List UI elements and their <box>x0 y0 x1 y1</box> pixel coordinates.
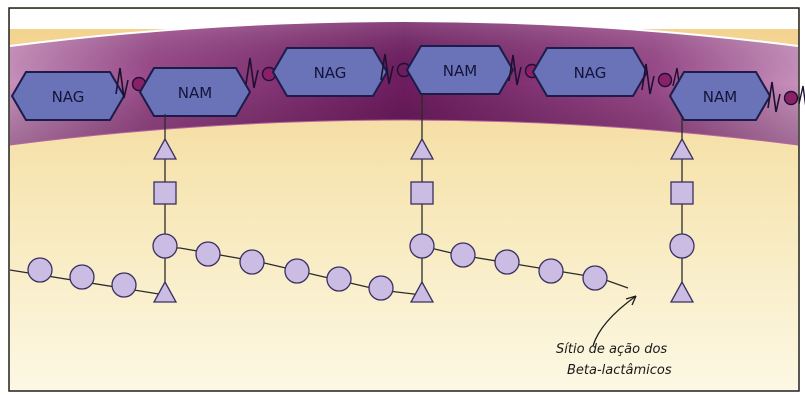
peptide-triangle <box>152 280 178 303</box>
cross-bridge-bead <box>450 242 476 268</box>
sugar-nam: NAM <box>138 67 252 117</box>
cross-bridge-bead <box>27 257 53 283</box>
sugar-hexagon <box>405 45 515 95</box>
sugar-nam: NAM <box>405 45 515 95</box>
sugar-label: NAM <box>178 84 212 102</box>
link-zigzag <box>245 57 259 89</box>
link-zigzag <box>767 81 781 113</box>
peptide-layer <box>9 94 695 303</box>
cross-bridge-line <box>421 245 629 289</box>
link-dot-filled <box>657 72 673 88</box>
annotation-arrow-head <box>625 295 637 306</box>
glycan-chain: NAG NAM NAG NAM NAG NAM <box>10 45 805 121</box>
peptide-triangle <box>152 137 178 160</box>
glycosidic-link <box>767 81 805 113</box>
sugar-nag: NAG <box>271 47 389 97</box>
peptide-triangle <box>409 137 435 160</box>
cross-bridge-bead <box>582 265 608 291</box>
link-zigzag <box>115 67 129 99</box>
sugar-label: NAM <box>443 62 477 80</box>
cross-bridge-bead <box>284 258 310 284</box>
cross-bridge-bead <box>195 241 221 267</box>
sugar-nag: NAG <box>10 71 126 121</box>
link-zigzag <box>641 63 655 95</box>
peptide-circle <box>669 233 695 259</box>
peptide-triangle <box>669 137 695 160</box>
sugar-nam: NAM <box>668 71 772 121</box>
sugar-nag: NAG <box>531 47 649 97</box>
sugar-label: NAM <box>703 88 737 106</box>
peptide-circle <box>152 233 178 259</box>
peptide-circle <box>409 233 435 259</box>
band-bottom-edge <box>9 119 799 146</box>
annotation-arrow-shaft <box>592 295 637 347</box>
peptide-square <box>410 181 434 205</box>
sugar-hexagon <box>138 67 252 117</box>
band-top-edge <box>9 20 799 47</box>
link-zigzag <box>508 54 522 86</box>
annotation-line-1: Sítio de ação dos <box>556 342 667 357</box>
cross-bridge-bead <box>111 272 137 298</box>
cross-bridge-bead <box>368 275 394 301</box>
cross-bridge-bead <box>538 258 564 284</box>
cross-bridge-bead <box>69 264 95 290</box>
peptide-triangle <box>409 280 435 303</box>
sugar-label: NAG <box>574 64 607 82</box>
sugar-label: NAG <box>52 88 85 106</box>
annotation-group: Sítio de ação dos Beta-lactâmicos <box>556 295 672 378</box>
peptide-triangle <box>669 280 695 303</box>
top-white-strip <box>10 9 798 29</box>
peptide-square <box>670 181 694 205</box>
link-zigzag <box>798 85 805 106</box>
cross-bridge-bead <box>326 266 352 292</box>
annotation-line-2: Beta-lactâmicos <box>567 363 672 378</box>
cross-bridge-bead <box>494 249 520 275</box>
link-zigzag <box>380 53 394 85</box>
cross-bridge-bead <box>239 249 265 275</box>
sugar-label: NAG <box>314 64 347 82</box>
link-dot-filled <box>783 90 799 106</box>
peptide-square <box>153 181 177 205</box>
